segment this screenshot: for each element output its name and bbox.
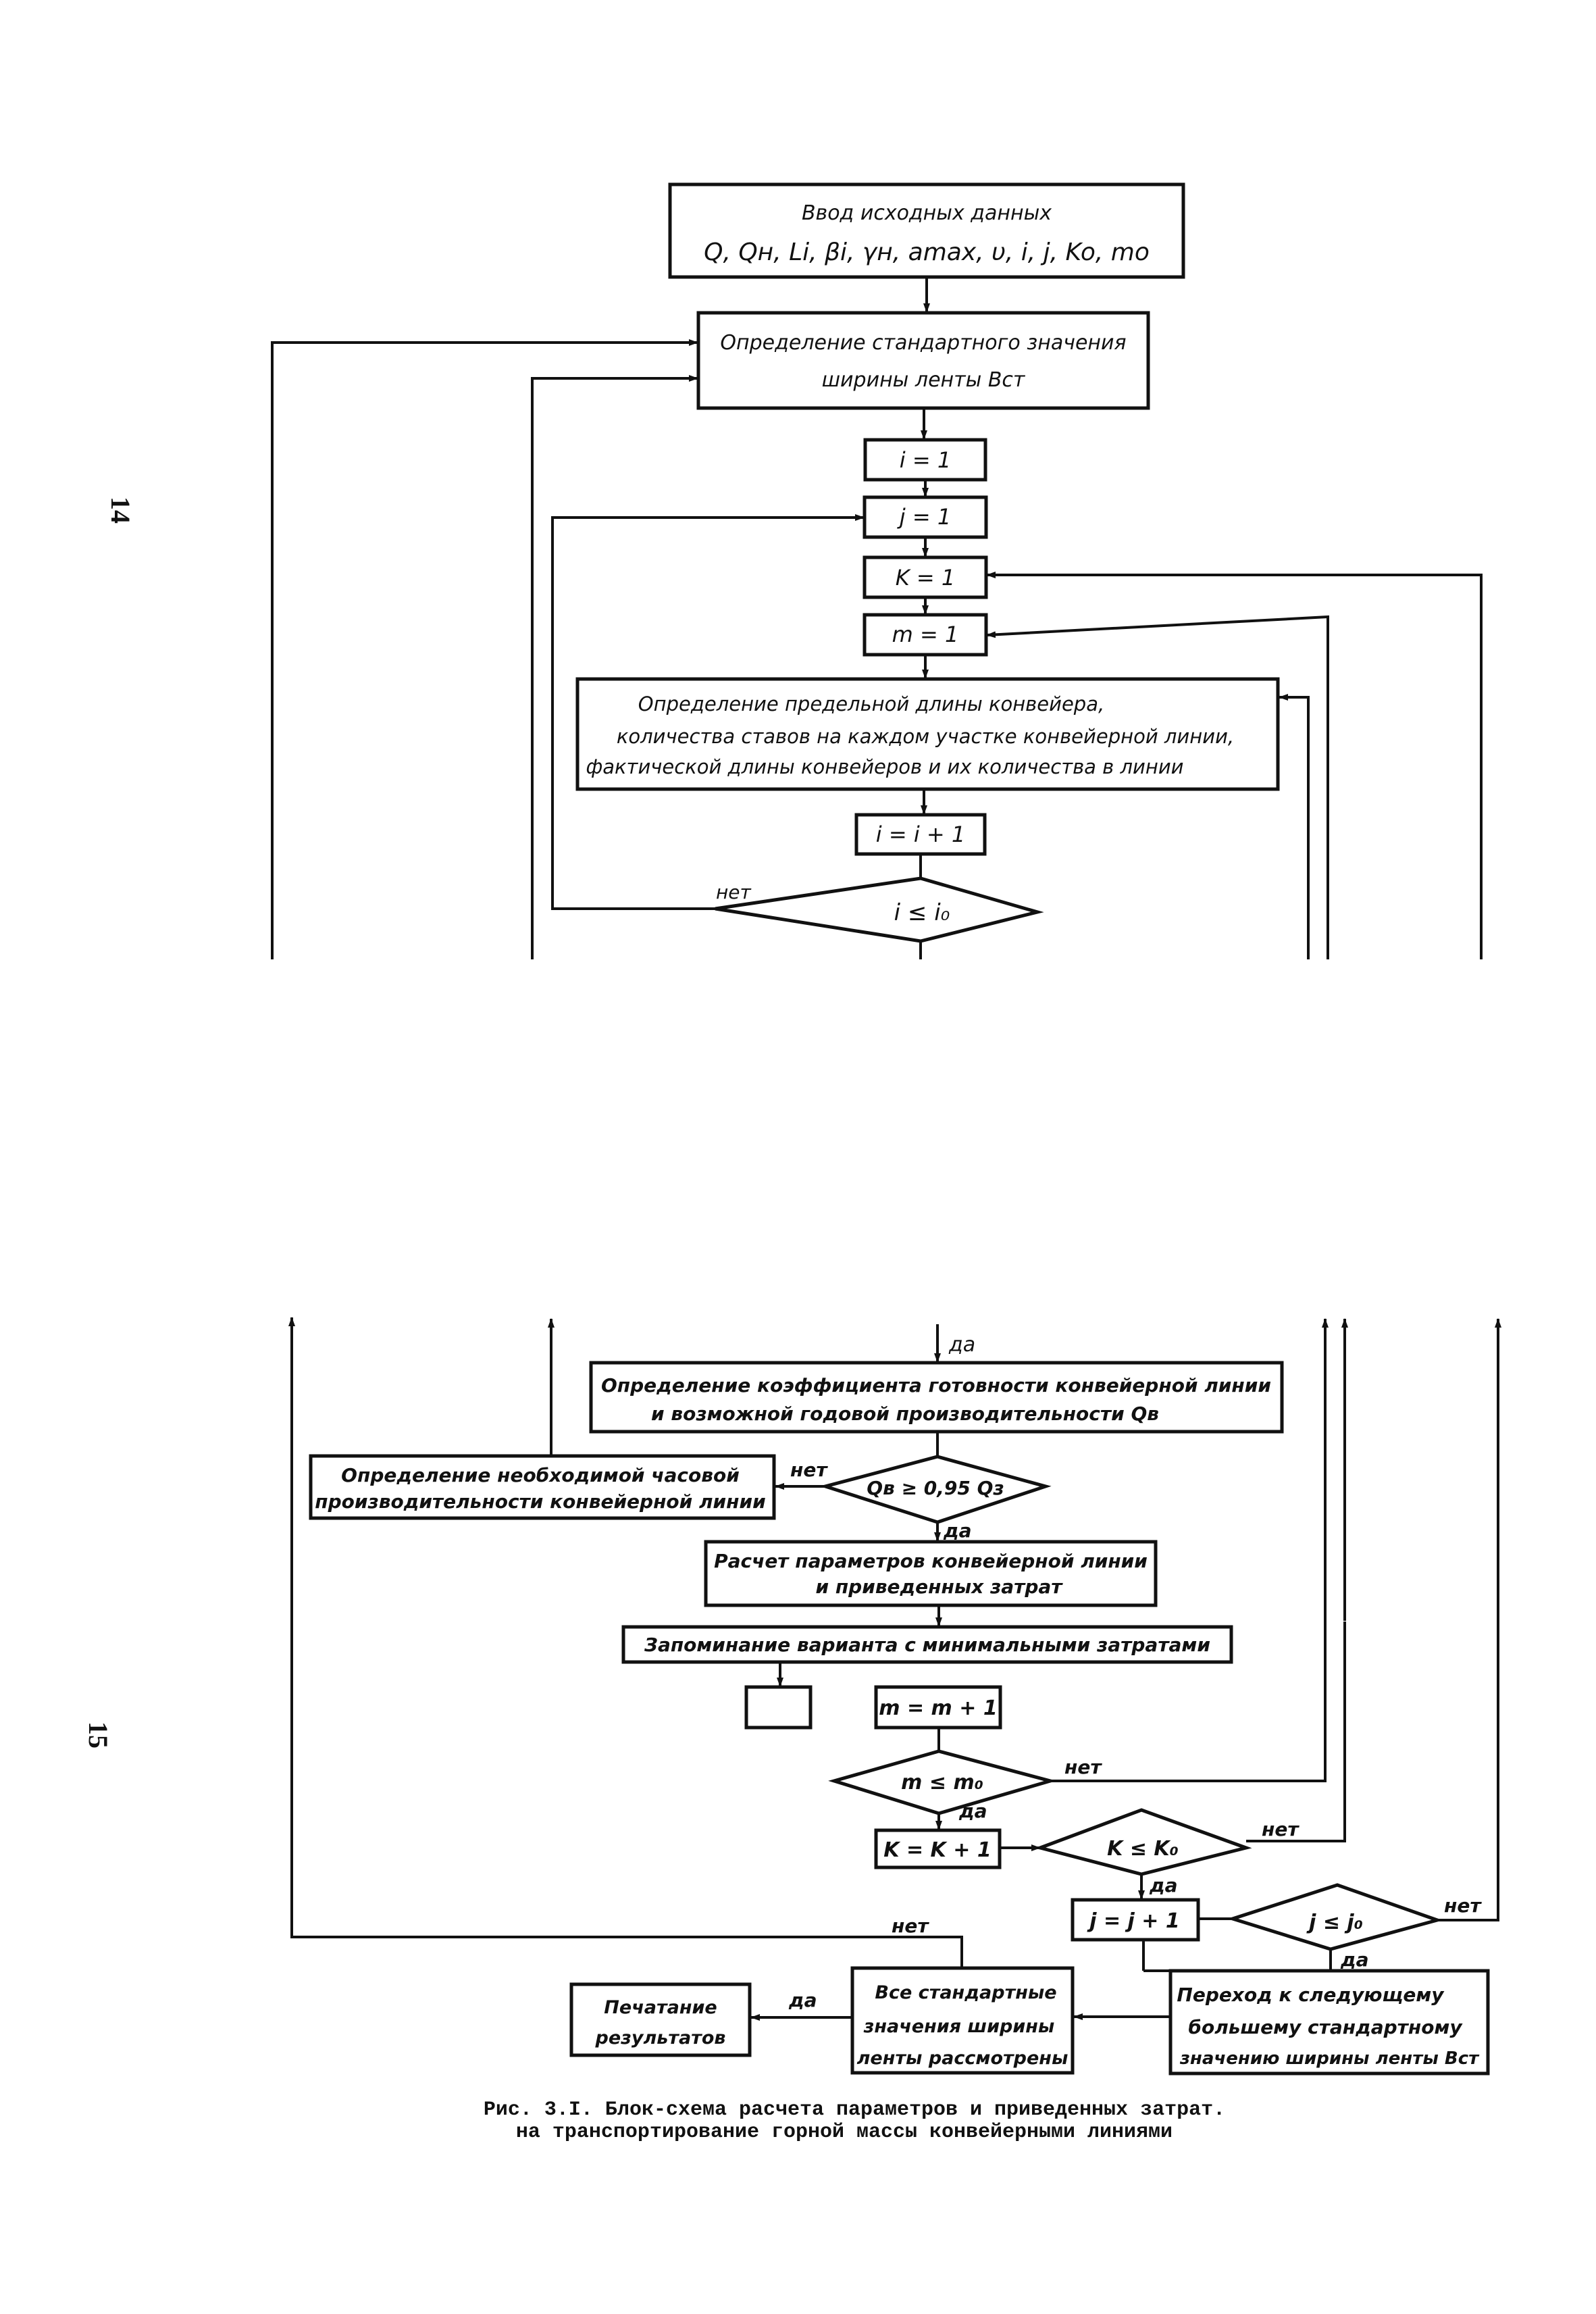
node-m-init: m = 1 xyxy=(863,613,988,657)
node-length-calc: Определение предельной длины конвейера, … xyxy=(575,677,1280,791)
node-m-inc-box-visible: m = m + 1 xyxy=(874,1685,1002,1730)
figure-caption-line2: на транспортирование горной массы конвей… xyxy=(516,2121,1173,2144)
node-i-inc-text: i = i + 1 xyxy=(876,822,965,847)
node-i-init-text: i = 1 xyxy=(900,447,951,473)
node-j-inc: j = j + 1 xyxy=(1071,1898,1200,1942)
node-input-line1: Ввод исходных данных xyxy=(802,201,1052,225)
node-length-calc-line1: Определение предельной длины конвейера, xyxy=(638,693,1104,715)
edge-right-length xyxy=(1279,694,1310,959)
node-hourly-line2: производительности конвейерной линии xyxy=(315,1490,766,1513)
node-params-calc-line2: и приведенных затрат xyxy=(815,1576,1063,1598)
page-number-bottom: 15 xyxy=(83,1721,113,1749)
label-yes-top: да xyxy=(948,1333,975,1357)
node-k-cond-text: K ≤ K₀ xyxy=(1107,1837,1179,1861)
node-remember: Запоминание варианта с минимальными затр… xyxy=(621,1625,1233,1664)
node-std-width: Определение стандартного значения ширины… xyxy=(696,311,1150,410)
label-no-mcond: нет xyxy=(1064,1756,1102,1778)
label-no-jcond: нет xyxy=(1444,1894,1482,1917)
label-yes-mcond: да xyxy=(958,1800,987,1822)
node-remember-text: Запоминание варианта с минимальными затр… xyxy=(644,1634,1210,1656)
node-hourly: Определение необходимой часовой производ… xyxy=(309,1454,776,1520)
page-number-top: 14 xyxy=(105,497,136,524)
edge-kcond-no xyxy=(1246,1621,1346,1842)
node-hourly-line1: Определение необходимой часовой xyxy=(341,1464,740,1486)
label-yes-allchecked: да xyxy=(788,1989,817,2011)
label-yes-jcond: да xyxy=(1340,1948,1369,1971)
node-i-cond-text: i ≤ i₀ xyxy=(894,899,950,926)
node-m-init-text: m = 1 xyxy=(892,622,959,647)
node-std-width-line2: ширины ленты Bст xyxy=(822,368,1026,392)
node-m-inc xyxy=(744,1685,813,1730)
node-next-width-line3: значению ширины ленты Bст xyxy=(1179,2048,1480,2069)
edge-outer-left-std1 xyxy=(271,339,698,959)
node-k-init-text: K = 1 xyxy=(896,565,956,590)
node-k-inc: K = K + 1 xyxy=(874,1828,1002,1869)
node-readiness: Определение коэффициента готовности конв… xyxy=(589,1361,1284,1434)
node-print-line1: Печатание xyxy=(604,1997,717,2018)
node-j-cond-text: j ≤ j₀ xyxy=(1306,1911,1363,1934)
node-length-calc-line2: количества ставов на каждом участке конв… xyxy=(617,725,1234,748)
node-k-cond: K ≤ K₀ xyxy=(1034,1808,1252,1876)
edge-mcond-no xyxy=(1050,1581,1327,1782)
node-j-cond: j ≤ j₀ xyxy=(1227,1883,1443,1951)
label-yes-kcond: да xyxy=(1149,1874,1178,1896)
node-m-cond-text: m ≤ m₀ xyxy=(901,1771,983,1794)
node-j-inc-text: j = j + 1 xyxy=(1087,1909,1180,1933)
node-m-cond: m ≤ m₀ xyxy=(828,1749,1057,1815)
figure-caption-line1: Рис. 3.I. Блок-схема расчета параметров … xyxy=(484,2098,1225,2121)
label-no-allchecked: нет xyxy=(892,1915,929,1937)
node-i-inc: i = i + 1 xyxy=(854,813,987,856)
edge-allchecked-no xyxy=(290,1909,963,1968)
node-all-checked: Все стандартные значения ширины ленты ра… xyxy=(850,1966,1075,2075)
node-k-inc-text: K = K + 1 xyxy=(883,1838,991,1862)
node-all-checked-line2: значения ширины xyxy=(863,2016,1055,2037)
edge-jcond-no xyxy=(1437,1917,1499,1921)
node-q-cond-text: Qв ≥ 0,95 Qз xyxy=(867,1477,1004,1499)
edge-icond-no-loop xyxy=(551,514,865,910)
label-no-icond: нет xyxy=(716,881,752,903)
node-params-calc: Расчет параметров конвейерной линии и пр… xyxy=(704,1540,1158,1607)
node-print: Печатание результатов xyxy=(569,1982,752,2057)
node-j-init-text: j = 1 xyxy=(897,504,951,530)
node-all-checked-line1: Все стандартные xyxy=(875,1982,1056,2003)
node-params-calc-line1: Расчет параметров конвейерной линии xyxy=(714,1550,1148,1572)
node-next-width-line2: большему стандартному xyxy=(1188,2016,1463,2038)
edge-right-k1 xyxy=(986,572,1483,959)
node-next-width: Переход к следующему большему стандартно… xyxy=(1168,1969,1490,2076)
node-next-width-line1: Переход к следующему xyxy=(1177,1984,1445,2006)
edge-right-m1 xyxy=(986,615,1329,959)
node-std-width-line1: Определение стандартного значения xyxy=(720,331,1126,355)
node-print-line2: результатов xyxy=(595,2028,726,2048)
node-length-calc-line3: фактической длины конвейеров и их количе… xyxy=(586,755,1183,778)
node-all-checked-line3: ленты рассмотрены xyxy=(857,2048,1069,2069)
node-readiness-line1: Определение коэффициента готовности конв… xyxy=(601,1374,1271,1397)
node-input-line2: Q, Qн, Li, βi, γн, amax, υ, i, j, Ko, mo xyxy=(704,238,1150,266)
edge-inner-left-std2 xyxy=(531,375,698,959)
node-readiness-line2: и возможной годовой производительности Q… xyxy=(651,1403,1159,1425)
label-no-qcond: нет xyxy=(790,1459,828,1481)
label-no-kcond: нет xyxy=(1262,1818,1299,1840)
node-m-inc-text: m = m + 1 xyxy=(879,1696,997,1720)
label-yes-qcond: да xyxy=(943,1519,972,1542)
node-i-init: i = 1 xyxy=(863,438,987,482)
